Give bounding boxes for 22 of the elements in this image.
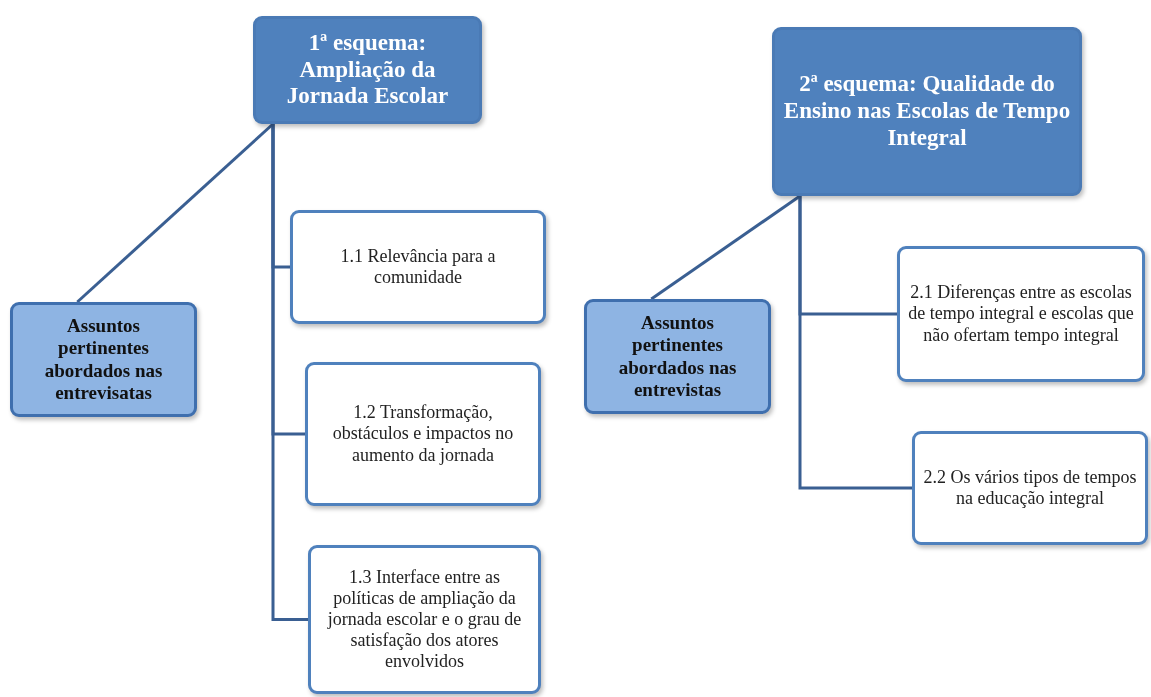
connector-line xyxy=(798,196,912,490)
box-text: 2.2 Os vários tipos de tempos na educação integral xyxy=(923,466,1137,510)
box-text: 1.1 Relevância para a comunidade xyxy=(339,245,497,289)
topic-box xyxy=(10,302,197,417)
box-text: 2ª esquema: Qualidade do Ensino nas Escolas de Tempo Integral xyxy=(783,71,1071,152)
subtopic-box xyxy=(290,210,546,324)
box-text: 1.2 Transformação, obstáculos e impactos no aumento da jornada xyxy=(331,402,515,466)
subtopic-box xyxy=(308,545,541,694)
box-text: Assuntos pertinentes abordados nas entrevisatas xyxy=(43,315,164,404)
subtopic-box xyxy=(305,362,541,506)
title-box xyxy=(253,16,482,124)
connector-line xyxy=(76,122,274,304)
connector-line xyxy=(650,194,801,301)
box-text: 1.3 Interface entre as políticas de ampliação da jornada escolar e o grau de satisfação dos atores envolvidos xyxy=(326,566,523,673)
title-box xyxy=(772,27,1082,196)
topic-box xyxy=(584,299,771,414)
subtopic-box xyxy=(912,431,1148,545)
box-text: 2.1 Diferenças entre as escolas de tempo integral e escolas que não ofertam tempo integral xyxy=(908,282,1134,346)
box-text: 1ª esquema: Ampliação da Jornada Escolar xyxy=(285,29,450,111)
box-text: Assuntos pertinentes abordados nas entrevistas xyxy=(617,312,738,401)
connector-line xyxy=(271,124,308,621)
subtopic-box xyxy=(897,246,1145,382)
